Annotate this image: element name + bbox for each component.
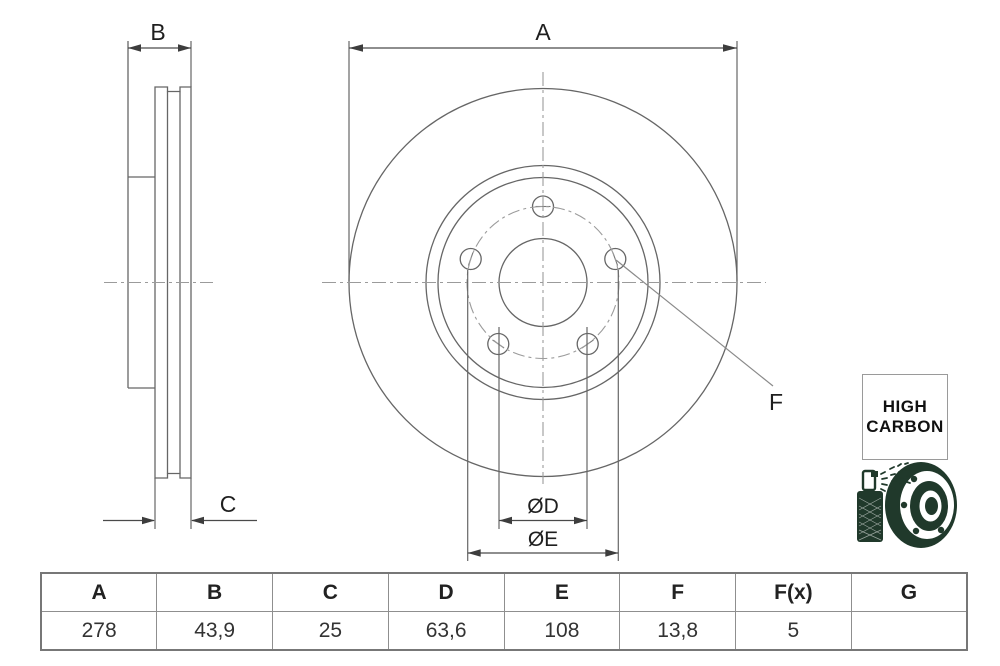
coated-brake-disc-icon [885,462,957,548]
dim-c-arrow-right [191,516,204,525]
dim-label-b: B [150,19,165,45]
dim-d-arrow-left [499,516,512,525]
dim-label-f: F [769,389,783,415]
dim-label-e: ØE [528,528,558,551]
dim-label-d: ØD [527,495,559,518]
dim-e-arrow-right [605,549,619,557]
bolt-hole [576,332,599,356]
dimension-a [348,41,738,281]
dim-f-leader-line [615,259,774,387]
table-header-cell: B [156,572,273,612]
table-value-cell: 25 [272,611,389,651]
front-view-centerlines [322,72,766,484]
table-header-cell: E [503,572,621,612]
dimension-c [103,478,257,529]
table-value-cell: 108 [503,611,621,651]
dim-label-a: A [535,19,551,45]
high-carbon-badge: HIGH CARBON [862,374,948,460]
table-header-cell: F(x) [735,572,852,612]
dim-a-arrow-right [723,44,737,52]
dim-e-arrow-left [467,549,481,557]
table-header-cell: D [387,572,505,612]
table-value-cell [850,611,968,651]
bolt-hole [459,247,482,271]
dimension-e [467,270,619,561]
bolt-circle-centerline [466,205,620,360]
dim-c-arrow-left [142,516,155,525]
table-header-cell: F [619,572,736,612]
table-value-cell: 13,8 [619,611,736,651]
table-header-cell: A [40,572,158,612]
table-value-cell: 43,9 [156,611,273,651]
dim-label-c: C [220,491,237,517]
table-value-cell: 63,6 [387,611,505,651]
table-value-cell: 278 [40,611,158,651]
dim-a-arrow-left [349,44,363,52]
dimension-table-value-row: 278 43,9 25 63,6 108 13,8 5 [40,611,968,651]
dimension-d [498,327,588,529]
table-header-cell: G [850,572,968,612]
coated-disc-spray-icon [857,462,957,548]
dim-b-arrow-left [128,44,141,52]
bolt-hole [604,247,627,271]
spray-mist-particles [880,462,911,492]
high-carbon-badge-line1: HIGH [882,397,928,416]
high-carbon-badge-line2: CARBON [866,417,944,436]
dimension-table: A B C D E F F(x) G 278 43,9 25 63,6 108 … [40,572,968,651]
table-header-cell: C [272,572,389,612]
dimension-b [128,41,192,87]
spray-can-icon [857,469,883,542]
dimension-table-header-row: A B C D E F F(x) G [40,572,968,612]
table-value-cell: 5 [735,611,852,651]
dim-d-arrow-right [574,516,587,525]
side-view [127,41,192,479]
dim-b-arrow-right [178,44,191,52]
bolt-hole [487,332,510,356]
